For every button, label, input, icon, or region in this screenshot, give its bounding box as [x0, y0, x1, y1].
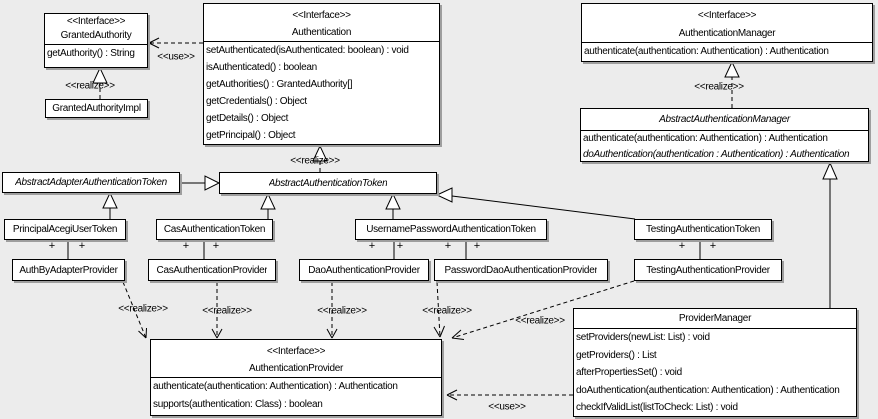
- class-name: UsernamePasswordAuthenticationToken: [366, 224, 536, 235]
- edge-realize-daoprovider-authenticationprovider: [326, 282, 338, 339]
- edge-generalization-testingtoken-abstracttoken: [435, 187, 636, 220]
- realize-label: <<realize>>: [118, 303, 168, 315]
- class-box-abstract-authentication-manager[interactable]: AbstractAuthenticationManager authentica…: [580, 108, 869, 162]
- class-method: doAuthentication(authentication : Authen…: [583, 149, 850, 160]
- multiplicity-plus: +: [396, 240, 404, 252]
- edge-realize-abstractauthenticationtoken-authentication: [312, 144, 328, 172]
- class-name: ProviderManager: [678, 313, 752, 324]
- class-stereotype: <<Interface>>: [66, 16, 126, 27]
- multiplicity-plus: +: [368, 240, 376, 252]
- class-box-abstract-adapter-authentication-token[interactable]: AbstractAdapterAuthenticationToken: [2, 172, 180, 193]
- use-label: <<use>>: [157, 51, 195, 63]
- edge-generalization-providermanager-abstractauthenticationmanager: [822, 161, 838, 308]
- class-box-dao-authentication-provider[interactable]: DaoAuthenticationProvider: [299, 259, 429, 281]
- class-name: AbstractAuthenticationManager: [659, 114, 790, 125]
- class-name: PasswordDaoAuthenticationProvider: [444, 264, 598, 276]
- edge-use-authentication-grantedauthority: [148, 37, 203, 49]
- class-box-granted-authority[interactable]: <<Interface>> GrantedAuthority getAuthor…: [44, 13, 148, 68]
- class-name: PrincipalAcegiUserToken: [12, 224, 118, 235]
- edge-generalization-principaltoken-abstractadapter: [102, 191, 118, 219]
- class-name: AbstractAdapterAuthenticationToken: [15, 177, 167, 188]
- edge-realize-abstractauthenticationmanager-authenticationmanager: [724, 60, 740, 108]
- multiplicity-plus: +: [444, 240, 452, 252]
- class-name: TestingAuthenticationProvider: [646, 264, 770, 276]
- edge-generalization-castoken-abstracttoken: [260, 192, 276, 219]
- edge-realize-grantedauthorityimpl-grantedauthority: [92, 66, 108, 99]
- class-name: AuthenticationProvider: [248, 363, 343, 374]
- realize-label: <<realize>>: [290, 155, 340, 167]
- multiplicity-plus: +: [78, 240, 86, 252]
- class-box-cas-authentication-provider[interactable]: CasAuthenticationProvider: [148, 259, 276, 281]
- class-name: AuthenticationManager: [678, 28, 776, 39]
- class-box-testing-authentication-provider[interactable]: TestingAuthenticationProvider: [634, 259, 782, 281]
- multiplicity-plus: +: [48, 240, 56, 252]
- edge-generalization-abstractadapter-abstracttoken: [180, 175, 221, 191]
- class-method: getPrincipal() : Object: [206, 130, 296, 141]
- multiplicity-plus: +: [212, 240, 220, 252]
- multiplicity-plus: +: [182, 240, 190, 252]
- class-method: authenticate(authentication: Authenticat…: [153, 381, 398, 392]
- edge-realize-casprovider-authenticationprovider: [211, 282, 223, 339]
- use-label: <<use>>: [488, 401, 526, 413]
- realize-label: <<realize>>: [317, 305, 367, 317]
- class-box-granted-authority-impl[interactable]: GrantedAuthorityImpl: [45, 99, 148, 118]
- class-name: AbstractAuthenticationToken: [268, 177, 388, 189]
- class-method: setAuthenticated(isAuthenticated: boolea…: [206, 45, 409, 56]
- realize-label: <<realize>>: [202, 305, 252, 317]
- class-name: CasAuthenticationToken: [163, 224, 266, 235]
- class-name: Authentication: [291, 27, 352, 38]
- class-box-authentication[interactable]: <<Interface>> Authentication setAuthenti…: [203, 3, 440, 145]
- class-box-password-dao-authentication-provider[interactable]: PasswordDaoAuthenticationProvider: [434, 259, 608, 281]
- class-method: authenticate(authentication: Authenticat…: [583, 133, 828, 144]
- class-name: TestingAuthenticationToken: [646, 224, 760, 235]
- class-method: afterPropertiesSet() : void: [576, 367, 682, 378]
- class-stereotype: <<Interface>>: [292, 10, 351, 21]
- edge-use-providermanager-authenticationprovider: [446, 389, 573, 401]
- class-box-cas-authentication-token[interactable]: CasAuthenticationToken: [156, 219, 273, 240]
- class-method: doAuthentication(authentication: Authent…: [576, 384, 840, 396]
- class-name: AuthByAdapterProvider: [19, 264, 118, 276]
- edge-realize-authbyadapterprovider-authenticationprovider: [122, 281, 147, 339]
- multiplicity-plus: +: [678, 240, 686, 252]
- class-name: GrantedAuthorityImpl: [52, 103, 141, 114]
- class-box-provider-manager[interactable]: ProviderManager setProviders(newList: Li…: [573, 308, 857, 417]
- class-method: supports(authentication: Class) : boolea…: [153, 399, 323, 410]
- edge-realize-passworddaoprovider-authenticationprovider: [433, 281, 445, 338]
- class-stereotype: <<Interface>>: [697, 10, 757, 21]
- class-box-authentication-manager[interactable]: <<Interface>> AuthenticationManager auth…: [581, 3, 873, 62]
- class-method: setProviders(newList: List) : void: [576, 332, 710, 343]
- class-method: checkIfValidList(listToCheck: List) : vo…: [576, 402, 738, 413]
- class-method: getCredentials() : Object: [206, 96, 307, 107]
- class-name: GrantedAuthority: [60, 30, 132, 41]
- class-box-principal-acegi-user-token[interactable]: PrincipalAcegiUserToken: [4, 219, 126, 240]
- class-box-auth-by-adapter-provider[interactable]: AuthByAdapterProvider: [12, 259, 125, 281]
- realize-label: <<realize>>: [422, 305, 472, 317]
- class-method: getAuthority() : String: [47, 48, 135, 59]
- class-stereotype: <<Interface>>: [266, 346, 326, 357]
- class-box-username-password-authentication-token[interactable]: UsernamePasswordAuthenticationToken: [355, 219, 547, 240]
- realize-label: <<realize>>: [694, 81, 744, 93]
- class-box-abstract-authentication-token[interactable]: AbstractAuthenticationToken: [219, 172, 437, 194]
- class-name: CasAuthenticationProvider: [156, 264, 268, 276]
- class-name: DaoAuthenticationProvider: [308, 264, 420, 276]
- class-box-testing-authentication-token[interactable]: TestingAuthenticationToken: [634, 219, 772, 240]
- realize-label: <<realize>>: [65, 80, 115, 92]
- multiplicity-plus: +: [709, 240, 717, 252]
- realize-label: <<realize>>: [515, 315, 565, 327]
- edge-generalization-usernamepasswordtoken-abstracttoken: [385, 192, 401, 219]
- class-method: isAuthenticated() : boolean: [206, 62, 317, 73]
- class-method: getDetails() : Object: [206, 113, 289, 124]
- class-box-authentication-provider[interactable]: <<Interface>> AuthenticationProvider aut…: [150, 339, 442, 416]
- class-method: getAuthorities() : GrantedAuthority[]: [206, 79, 353, 90]
- class-method: getProviders() : List: [576, 349, 657, 361]
- multiplicity-plus: +: [473, 240, 481, 252]
- class-method: authenticate(authentication: Authenticat…: [584, 46, 829, 57]
- edge-realize-testingprovider-authenticationprovider: [451, 280, 635, 340]
